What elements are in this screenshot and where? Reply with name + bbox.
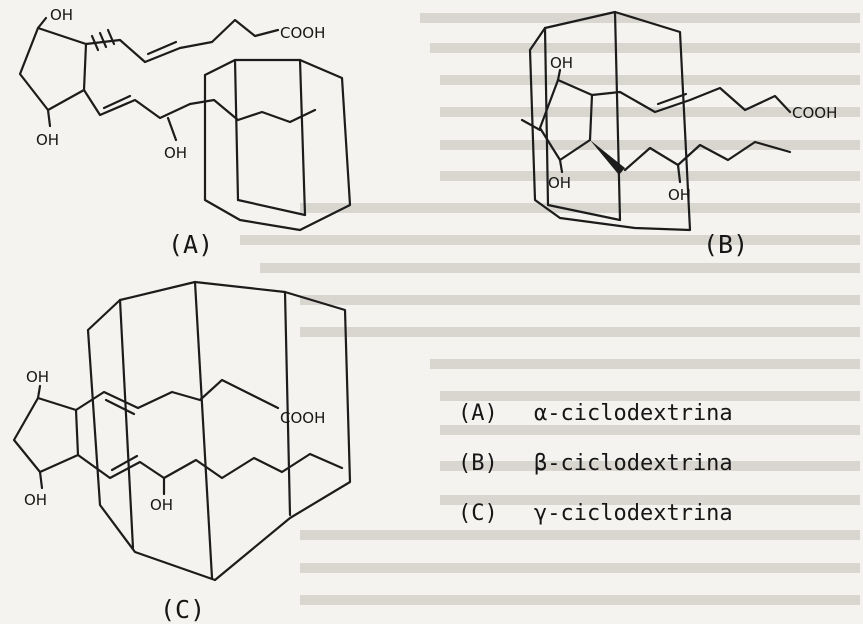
molecule-c-hydroxyl-label-lower: OH [150,496,173,514]
molecule-a-hydroxyl-label-bottom: OH [36,131,59,149]
molecule-b-hydroxyl-label-lower: OH [668,186,691,204]
molecule-c-lower-chain [76,452,344,480]
molecule-b-lower-chain [623,140,792,172]
molecule-c-cage-inner-left [118,298,135,550]
molecule-c-cyclodextrin-cage [86,280,352,582]
molecule-a-hydroxyl-label-lower: OH [164,144,187,162]
molecule-c: OH OH OH COOH (C) [12,280,352,624]
molecule-a-cyclodextrin-cage [203,58,352,232]
molecule-a-hydroxyl-bond-top [36,16,48,30]
legend: (A) α-ciclodextrina (B) β-ciclodextrina … [458,401,733,526]
legend-text-c: γ-ciclodextrina [534,501,733,526]
molecule-a-hydroxyl-label-top: OH [50,6,73,24]
molecule-b-cyclopentane-ring [538,78,594,162]
molecule-b-hydroxyl-bond-top [556,68,562,82]
molecule-c-upper-chain [74,378,280,412]
molecule-b: OH OH OH COOH (B) [520,10,837,259]
legend-key-a: (A) [458,401,498,426]
molecule-c-hydroxyl-label-bottom: OH [24,491,47,509]
molecule-c-panel-label: (C) [160,595,205,624]
molecule-c-cage-inner-right [193,280,214,580]
molecule-c-hydroxyl-bond-bottom [38,470,44,490]
molecule-a-lower-chain [82,88,192,120]
molecule-b-cage-inner-right [613,10,622,222]
molecule-b-hydroxyl-bond-bottom [558,158,564,174]
molecule-a-cage-inner-base [236,198,307,217]
molecule-b-wedge-bond [590,140,625,175]
legend-key-b: (B) [458,451,498,476]
molecule-b-lower-hydroxyl-bond [676,163,682,184]
molecule-b-panel-label: (B) [703,230,748,259]
molecule-a-cage-inner-left [233,58,240,202]
molecule-b-upper-chain [590,86,792,114]
molecule-c-cyclopentane-ring [12,396,80,474]
molecule-c-hydroxyl-label-top: OH [26,368,49,386]
molecule-a-cyclopentane-ring [18,26,88,112]
molecule-c-acid-label: COOH [280,409,325,427]
molecule-a-hydroxyl-bond-bottom [46,108,52,128]
molecule-a-cage-inner-right [298,58,307,217]
molecule-a-double-bond-lower [102,94,132,110]
molecule-b-hydroxyl-label-top: OH [550,54,573,72]
molecule-a-acid-label: COOH [280,24,325,42]
molecule-c-double-bond-upper [104,398,136,416]
legend-text-b: β-ciclodextrina [534,451,733,476]
legend-key-c: (C) [458,501,498,526]
molecule-a: OH OH OH COOH (A) [18,6,352,259]
molecule-b-double-bond [656,92,688,106]
molecule-a-upper-chain [84,18,280,64]
legend-text-a: α-ciclodextrina [534,401,733,426]
molecule-c-cage-inner-mid [283,290,292,517]
molecule-b-cage-base [546,203,622,222]
molecule-a-panel-label: (A) [168,230,213,259]
molecule-a-lower-hydroxyl-bond [166,116,178,142]
molecule-c-hydroxyl-bond-top [36,384,42,400]
molecule-a-tail-chain [188,98,317,124]
background-text-lines [240,13,860,605]
molecule-b-cyclodextrin-cage [528,10,692,232]
molecule-b-hydroxyl-label-bottom: OH [548,174,571,192]
molecule-a-double-bond-upper [146,40,178,56]
molecule-b-cage-inner-left [543,26,550,207]
molecule-b-cage-side [520,118,542,132]
molecule-c-double-bond-lower [110,454,139,472]
molecule-b-acid-label: COOH [792,104,837,122]
